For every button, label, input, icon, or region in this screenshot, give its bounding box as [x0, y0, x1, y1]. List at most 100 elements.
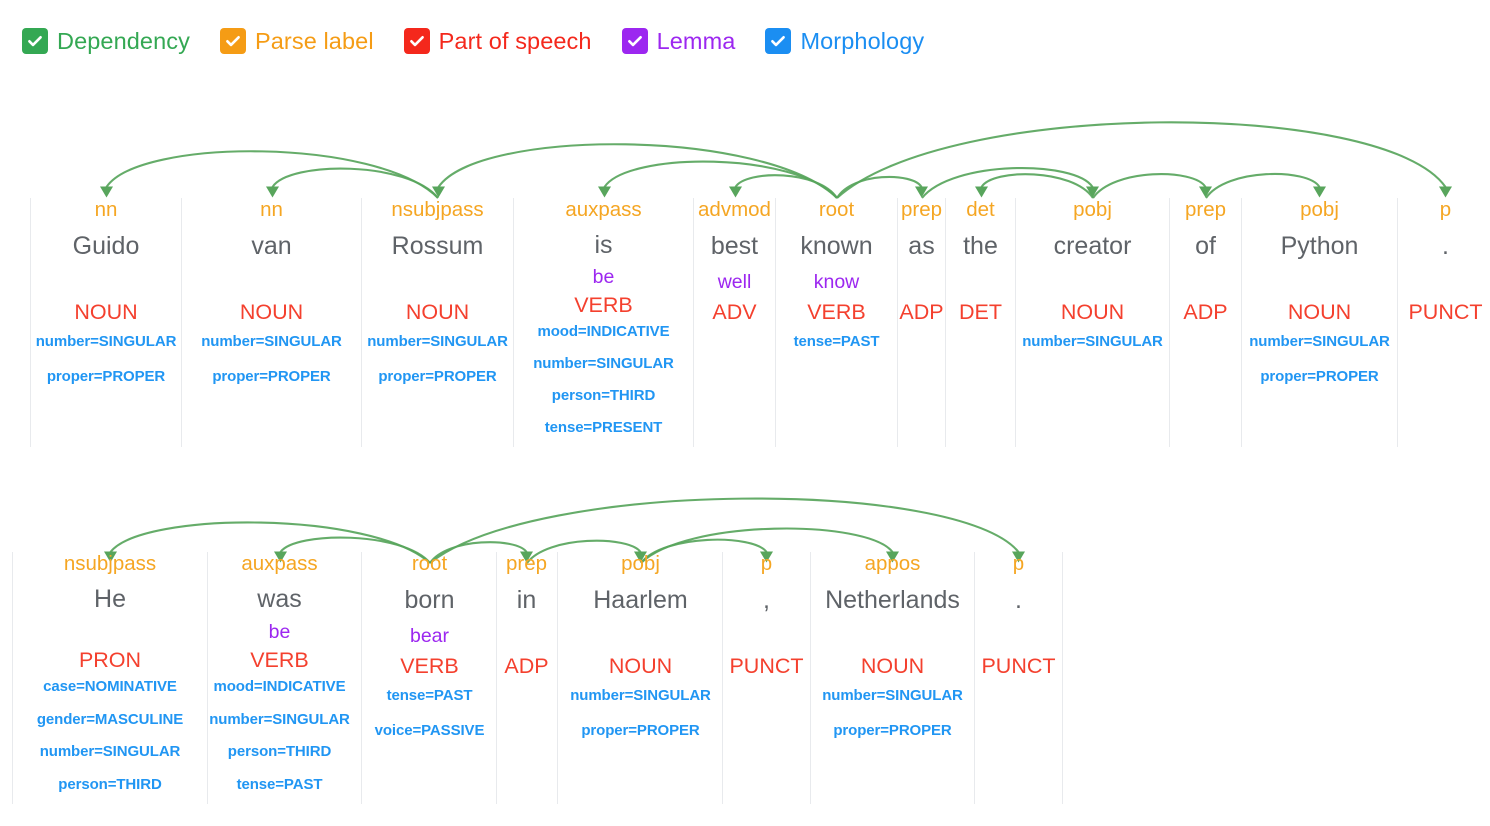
feature-toggle-legend: Dependency Parse label Part of speech Lemma… — [22, 22, 924, 60]
token-word: He — [94, 584, 126, 613]
dependency-arrowhead — [729, 186, 742, 198]
part-of-speech: NOUN — [1287, 300, 1352, 324]
token-word: best — [710, 232, 759, 260]
legend-toggle-lemma[interactable]: Lemma — [621, 28, 736, 55]
token-column[interactable]: p,PUNCT — [723, 552, 811, 804]
checkbox-checked-icon[interactable] — [765, 28, 792, 54]
morphology-feature: number=SINGULAR — [39, 743, 181, 761]
parse-label: pobj — [621, 552, 660, 575]
dependency-arrowhead — [975, 186, 988, 198]
part-of-speech: ADP — [504, 654, 549, 678]
parse-label: auxpass — [565, 198, 642, 221]
checkbox-checked-icon[interactable] — [219, 28, 246, 54]
morphology-feature: number=SINGULAR — [1249, 333, 1390, 350]
morphology-feature: number=SINGULAR — [35, 333, 177, 350]
token-word: the — [963, 232, 998, 260]
part-of-speech: NOUN — [1060, 300, 1125, 324]
parse-label: root — [411, 552, 448, 575]
part-of-speech: PRON — [78, 647, 142, 672]
morphology-feature: tense=PRESENT — [544, 419, 663, 436]
dependency-arrowhead — [1313, 186, 1326, 198]
parse-label: prep — [505, 552, 548, 575]
legend-toggle-dependency[interactable]: Dependency — [22, 28, 190, 55]
token-word: of — [1195, 232, 1216, 260]
part-of-speech: ADP — [899, 300, 944, 324]
checkbox-checked-icon[interactable] — [621, 28, 648, 54]
token-word: as — [908, 232, 935, 260]
morphology-feature: tense=PAST — [236, 775, 323, 793]
token-lemma: bear — [409, 625, 450, 647]
token-word: . — [1015, 586, 1022, 614]
token-column[interactable]: p.PUNCT — [975, 552, 1063, 804]
part-of-speech: NOUN — [860, 654, 925, 678]
dependency-arrowhead — [598, 186, 611, 198]
part-of-speech: NOUN — [608, 654, 673, 678]
part-of-speech: VERB — [400, 654, 459, 678]
token-word: Netherlands — [825, 586, 960, 614]
dependency-arc — [1092, 173, 1207, 199]
morphology-feature: mood=INDICATIVE — [537, 323, 670, 341]
dependency-arrowhead — [266, 186, 279, 198]
part-of-speech: ADP — [1183, 300, 1228, 324]
morphology-feature: proper=PROPER — [212, 368, 331, 385]
part-of-speech: ADV — [712, 300, 757, 324]
part-of-speech: NOUN — [239, 300, 304, 324]
part-of-speech: VERB — [250, 647, 309, 672]
legend-toggle-morphology[interactable]: Morphology — [765, 28, 924, 55]
part-of-speech: PUNCT — [1408, 300, 1483, 324]
parse-label: prep — [1184, 198, 1227, 221]
parse-label: prep — [900, 198, 943, 221]
checkbox-checked-icon[interactable] — [403, 28, 430, 54]
dependency-arc — [836, 121, 1447, 199]
legend-label: Morphology — [800, 27, 925, 54]
part-of-speech: PUNCT — [981, 654, 1056, 678]
token-column[interactable]: p. PUNCT — [1398, 198, 1490, 447]
token-word: . — [1442, 232, 1449, 260]
parse-label: auxpass — [241, 552, 318, 575]
dependency-arrowhead — [915, 186, 928, 198]
dependency-arc — [921, 167, 1094, 199]
part-of-speech: PUNCT — [729, 654, 804, 678]
morphology-feature: number=SINGULAR — [533, 355, 674, 373]
dependency-arc — [437, 143, 838, 199]
morphology-feature: proper=PROPER — [1260, 368, 1379, 385]
dependency-arc — [734, 174, 838, 199]
dependency-arc — [603, 160, 838, 199]
parse-label: det — [966, 198, 995, 221]
parse-label: pobj — [1073, 198, 1112, 221]
morphology-feature: person=THIRD — [58, 775, 162, 793]
legend-toggle-part-of-speech[interactable]: Part of speech — [403, 28, 592, 55]
token-lemma: know — [813, 271, 860, 293]
legend-toggle-parse-label[interactable]: Parse label — [219, 28, 374, 55]
token-word: Haarlem — [593, 586, 688, 614]
token-word: Guido — [72, 232, 140, 260]
token-lemma: be — [268, 620, 291, 643]
parse-label: p — [1439, 198, 1452, 221]
morphology-feature: case=NOMINATIVE — [43, 678, 177, 696]
checkbox-checked-icon[interactable] — [22, 28, 48, 54]
parse-label: advmod — [698, 198, 771, 221]
morphology-feature: number=SINGULAR — [201, 333, 342, 350]
token-word: creator — [1053, 232, 1132, 260]
morphology-feature: voice=PASSIVE — [374, 722, 485, 739]
parse-label: root — [818, 198, 855, 221]
